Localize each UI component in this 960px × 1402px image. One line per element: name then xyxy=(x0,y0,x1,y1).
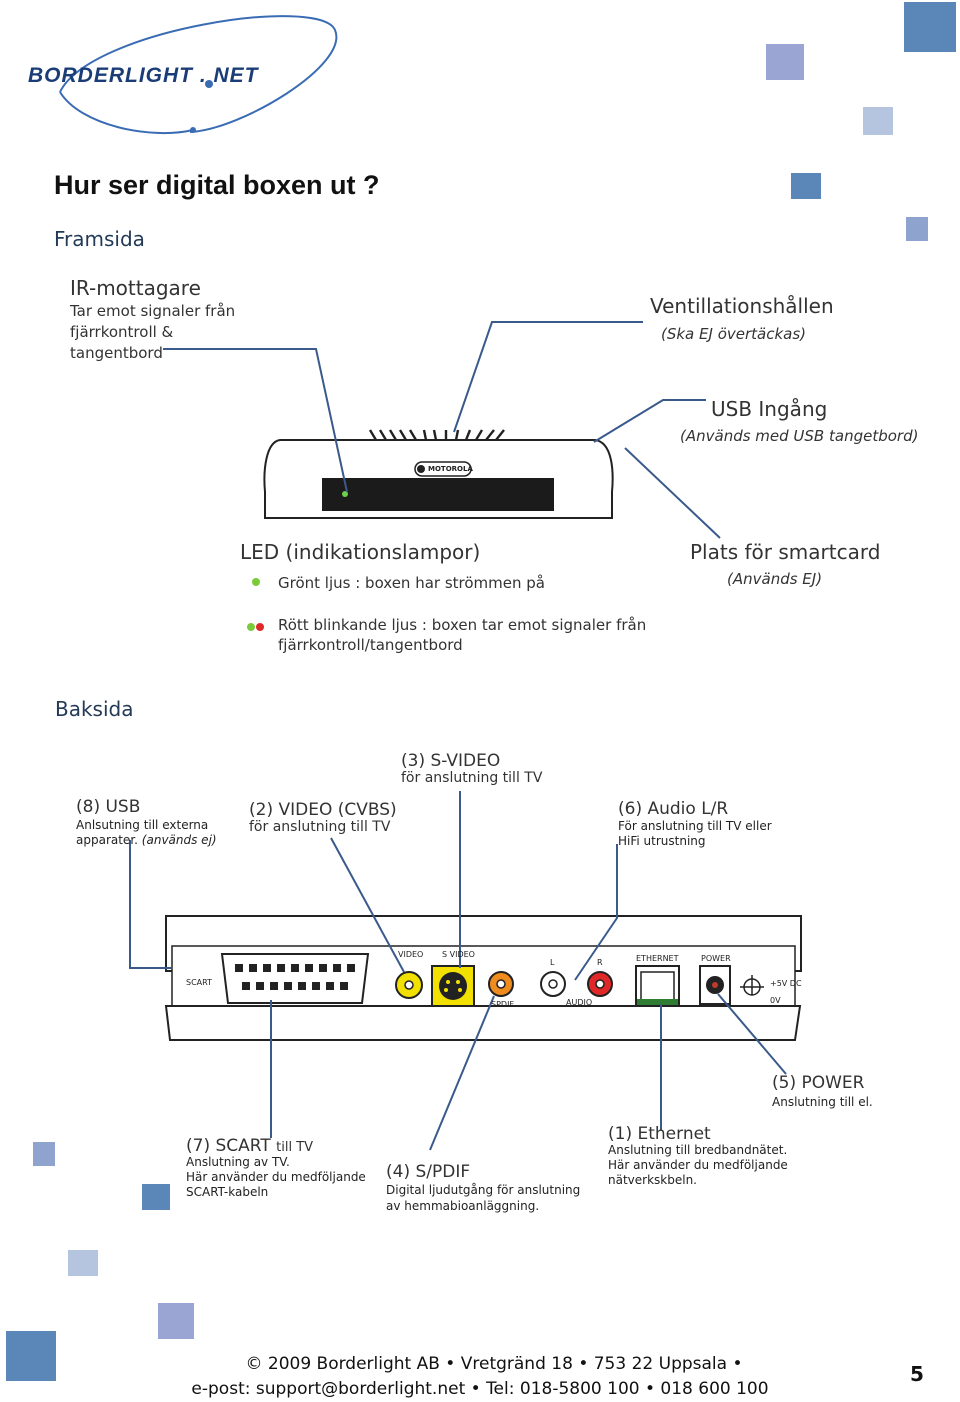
spdif-port xyxy=(488,971,514,997)
panel-audio: AUDIO xyxy=(566,998,593,1007)
usb-front-desc: (Används med USB tangetbord) xyxy=(680,427,919,445)
scart-desc-2: Här använder du medföljande xyxy=(186,1170,366,1184)
panel-zerov: 0V xyxy=(770,996,781,1005)
panel-r: R xyxy=(597,958,603,967)
svideo-desc: för anslutning till TV xyxy=(401,770,543,786)
scart-desc-1: Anslutning av TV. xyxy=(186,1155,290,1169)
video-port xyxy=(395,971,423,999)
usb-back-desc-2a: apparater. xyxy=(76,833,138,847)
video-label: (2) VIDEO (CVBS) xyxy=(249,800,397,820)
deco-square xyxy=(142,1184,170,1210)
power-label: (5) POWER xyxy=(772,1073,865,1093)
audio-l-port xyxy=(540,971,566,997)
logo-swoosh xyxy=(59,15,338,135)
red-led-dot xyxy=(256,623,264,631)
ir-desc-3: tangentbord xyxy=(70,344,163,362)
front-led xyxy=(342,491,348,497)
video-desc: för anslutning till TV xyxy=(249,819,391,835)
deco-square xyxy=(68,1250,98,1276)
panel-power: POWER xyxy=(701,954,731,963)
panel-scart: SCART xyxy=(186,978,212,987)
led-red-desc-2: fjärrkontroll/tangentbord xyxy=(278,636,463,654)
page-title: Hur ser digital boxen ut ? xyxy=(54,170,380,200)
panel-ethernet: ETHERNET xyxy=(636,954,679,963)
vent-desc: (Ska EJ övertäckas) xyxy=(661,325,807,343)
deco-square xyxy=(33,1142,55,1166)
audio-label: (6) Audio L/R xyxy=(618,799,729,819)
deco-square xyxy=(904,2,956,52)
brand-text: MOTOROLA xyxy=(428,465,473,473)
ethernet-port xyxy=(635,965,680,1007)
ventilation-slots xyxy=(368,429,505,441)
logo-text: BORDERLIGHT . NET xyxy=(28,64,259,87)
panel-plus5v: +5V DC xyxy=(770,979,802,988)
front-display-panel xyxy=(322,478,554,511)
smartcard-label: Plats för smartcard xyxy=(690,540,881,564)
scart-label: (7) SCART till TV xyxy=(186,1136,313,1156)
led-red-desc-1: Rött blinkande ljus : boxen tar emot sig… xyxy=(278,616,647,634)
usb-back-desc-2: apparater. (används ej) xyxy=(76,833,217,847)
back-device xyxy=(164,915,802,1041)
ethernet-desc-1: Anslutning till bredbandnätet. xyxy=(608,1143,788,1157)
usb-back-desc-1: Anlsutning till externa xyxy=(76,818,209,832)
spdif-label: (4) S/PDIF xyxy=(386,1162,471,1182)
ethernet-desc-3: nätverkskbeln. xyxy=(608,1173,697,1187)
green-led-dot xyxy=(252,578,260,586)
scart-desc-3: SCART-kabeln xyxy=(186,1185,269,1199)
back-heading: Baksida xyxy=(55,697,134,721)
power-port xyxy=(699,965,731,1005)
ir-label: IR-mottagare xyxy=(70,276,201,300)
led-green-desc: Grönt ljus : boxen har strömmen på xyxy=(278,574,545,592)
ethernet-desc-2: Här använder du medföljande xyxy=(608,1158,788,1172)
panel-svideo: S VIDEO xyxy=(442,950,475,959)
brand-badge xyxy=(414,461,472,477)
panel-l: L xyxy=(550,958,555,967)
ethernet-label: (1) Ethernet xyxy=(608,1124,711,1144)
deco-square xyxy=(6,1331,56,1381)
svideo-label: (3) S-VIDEO xyxy=(401,751,501,771)
front-heading: Framsida xyxy=(54,227,145,251)
footer-line-2: e-post: support@borderlight.net • Tel: 0… xyxy=(191,1379,769,1399)
page-number: 5 xyxy=(910,1362,924,1386)
led-label: LED (indikationslampor) xyxy=(240,540,481,564)
deco-square xyxy=(906,217,928,241)
power-desc: Anslutning till el. xyxy=(772,1095,873,1109)
svideo-port xyxy=(431,965,475,1007)
usb-front-label: USB Ingång xyxy=(711,397,828,421)
audio-desc-2: HiFi utrustning xyxy=(618,834,706,848)
deco-square xyxy=(766,44,804,80)
vent-label: Ventillationshållen xyxy=(650,294,834,318)
smartcard-desc: (Används EJ) xyxy=(727,570,823,588)
deco-square xyxy=(791,173,821,199)
ir-desc-2: fjärrkontroll & xyxy=(70,323,174,341)
ir-desc-1: Tar emot signaler från xyxy=(70,302,236,320)
footer-line-1: © 2009 Borderlight AB • Vretgränd 18 • 7… xyxy=(245,1354,743,1374)
green-led-dot-2 xyxy=(247,623,255,631)
panel-video: VIDEO xyxy=(398,950,424,959)
audio-desc-1: För anslutning till TV eller xyxy=(618,819,772,833)
audio-r-port xyxy=(587,971,613,997)
leader-lines xyxy=(129,321,787,1151)
spdif-desc-1: Digital ljudutgång för anslutning xyxy=(386,1183,581,1197)
usb-back-label: (8) USB xyxy=(76,797,141,817)
deco-square xyxy=(863,107,893,135)
front-device xyxy=(263,429,614,519)
panel-spdif: SPDIF xyxy=(491,1000,515,1009)
deco-square xyxy=(158,1303,194,1339)
spdif-desc-2: av hemmabioanläggning. xyxy=(386,1199,540,1213)
polarity-symbol xyxy=(740,975,764,996)
scart-port xyxy=(220,953,370,1004)
usb-back-desc-3: (används ej) xyxy=(141,833,217,847)
scart-label-suffix: till TV xyxy=(276,1140,314,1155)
scart-label-main: (7) SCART xyxy=(186,1136,271,1156)
